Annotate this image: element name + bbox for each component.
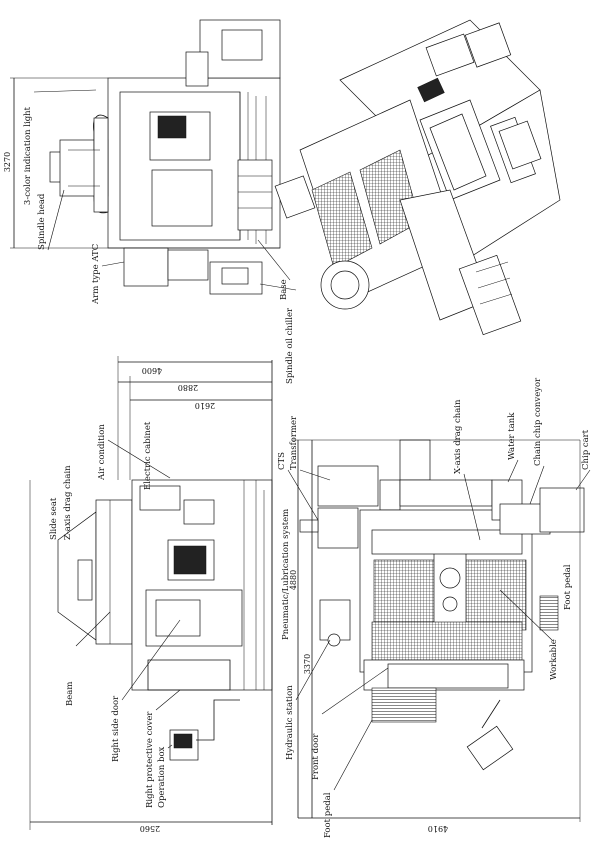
dim-2880: 2880	[178, 383, 198, 392]
label-chip-cart: Chip cart	[581, 429, 591, 470]
iso-mesh-left	[311, 171, 373, 269]
top-mesh-left	[373, 559, 435, 631]
label-transformer: Transformer	[289, 415, 299, 470]
dim-4910: 4910	[428, 824, 448, 833]
dim-3370: 3370	[303, 654, 312, 674]
label-z-axis-drag-chain: Z-axis drag chain	[63, 465, 73, 540]
top-rear-frame	[399, 479, 493, 507]
label-right-side-door: Right side door	[111, 695, 121, 762]
label-water-tank: Water tank	[507, 412, 517, 460]
label-beam: Beam	[65, 682, 75, 706]
label-oil-chiller: Spindle oil chiller	[285, 307, 295, 384]
label-foot-pedal-right: Foot pedal	[563, 564, 573, 610]
front-view: 4600 2880 2610 2560 Slide seat Z-axis dr…	[29, 356, 273, 833]
label-spindle-head: Spindle head	[37, 193, 47, 250]
top-view: 4880 3370 4910 CTS Transformer Pneumatic…	[277, 377, 591, 838]
label-cts: CTS	[277, 452, 287, 470]
side-door-panel	[151, 169, 213, 227]
top-mesh-right	[465, 559, 527, 631]
label-chain-chip-conveyor: Chain chip conveyor	[533, 377, 543, 466]
foot-pedal-mat	[371, 687, 437, 723]
isometric-view	[274, 19, 561, 336]
side-cabinet-panel	[237, 159, 273, 231]
top-front-grid	[371, 621, 523, 661]
dim-side-height: 3270	[3, 152, 12, 172]
label-right-protective-cover: Right protective cover	[145, 711, 155, 808]
chip-cart	[539, 487, 585, 533]
label-base: Base	[279, 279, 289, 300]
iso-screen	[417, 77, 445, 103]
side-top-box	[221, 29, 263, 61]
dim-2560: 2560	[140, 824, 160, 833]
side-view: 3270 3-color indication light Spindle he…	[3, 19, 297, 384]
dim-4880: 4880	[289, 570, 298, 590]
label-electric-cabinet: Electric cabinet	[143, 421, 153, 490]
foot-pedal-right-mat	[539, 595, 559, 631]
label-pneumatic-lubrication: Pneumatic/Lubrication system	[281, 509, 291, 640]
dim-2610: 2610	[195, 401, 215, 410]
label-operation-box: Operation box	[157, 746, 167, 808]
beam-body	[95, 499, 133, 645]
label-front-door: Front door	[311, 733, 321, 780]
dim-4600: 4600	[142, 366, 162, 375]
side-control-screen	[157, 115, 187, 139]
label-arm-atc: Arm type ATC	[91, 244, 101, 305]
iso-conveyor	[458, 254, 522, 336]
transformer-unit	[317, 465, 379, 507]
label-hydraulic-station: Hydraulic station	[285, 685, 295, 760]
label-air-condition: Air condition	[97, 424, 107, 481]
label-foot-pedal-left: Foot pedal	[323, 792, 333, 838]
x-axis-rail	[371, 529, 523, 555]
label-indication-light: 3-color indication light	[23, 106, 33, 205]
label-x-axis-drag-chain: X-axis drag chain	[453, 399, 463, 474]
top-pendant	[466, 725, 514, 771]
cts-unit	[317, 507, 359, 549]
label-workable: Workable	[549, 639, 559, 680]
label-slide-seat: Slide seat	[49, 497, 59, 540]
arm-atc	[123, 247, 169, 287]
